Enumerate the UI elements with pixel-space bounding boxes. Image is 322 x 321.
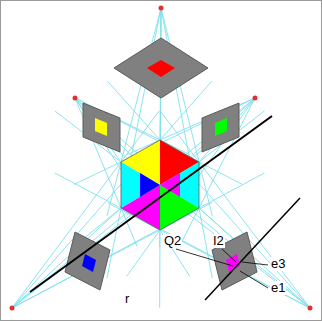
projection-ray xyxy=(74,98,255,184)
image-patch xyxy=(147,60,175,77)
projection-ray xyxy=(161,8,212,216)
image-plane xyxy=(83,103,120,152)
leader-line xyxy=(222,249,236,262)
callout-label: e3 xyxy=(270,257,286,271)
camera-centre xyxy=(253,96,258,101)
projection-ray xyxy=(160,111,310,308)
projection-ray xyxy=(12,81,212,308)
camera-centre xyxy=(73,96,78,101)
projection-ray xyxy=(74,98,255,247)
line-r xyxy=(30,116,272,292)
projection-rays xyxy=(12,8,310,308)
image-line xyxy=(205,198,300,300)
projection-ray xyxy=(127,98,255,155)
image-patch xyxy=(82,254,96,272)
projection-ray xyxy=(12,203,212,308)
callout-label: I2 xyxy=(212,234,225,248)
leader-line xyxy=(242,262,268,265)
image-patch xyxy=(95,118,107,136)
projection-ray xyxy=(12,111,159,308)
image-plane xyxy=(114,38,208,98)
camera-centre xyxy=(159,6,164,11)
callout-label: r xyxy=(124,292,130,306)
projection-ray xyxy=(107,8,161,216)
image-plane xyxy=(212,232,257,290)
leader-line xyxy=(240,271,268,288)
projection-ray xyxy=(108,81,311,308)
image-patch xyxy=(215,118,227,136)
projection-ray xyxy=(108,203,311,308)
callout-label: e1 xyxy=(270,281,286,295)
callout-label: Q2 xyxy=(163,234,182,248)
camera-centre xyxy=(308,306,313,311)
camera-centre xyxy=(10,306,15,311)
